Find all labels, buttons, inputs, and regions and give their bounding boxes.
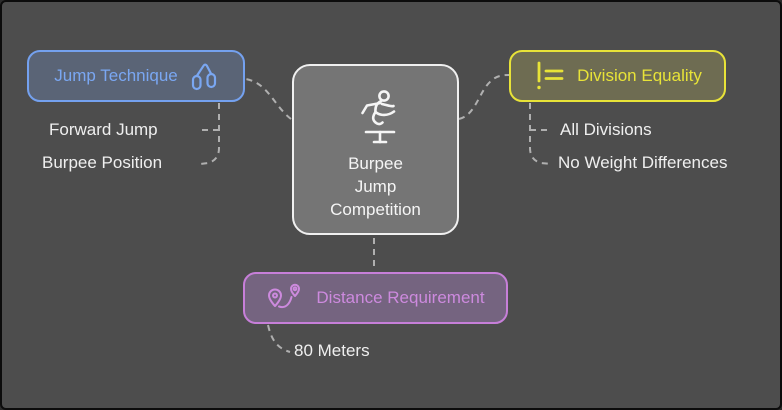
child-label-80-meters: 80 Meters [294, 341, 370, 360]
root-label-line-2: Jump [354, 177, 397, 196]
root-node-burpee-jump-competition[interactable]: Burpee Jump Competition [292, 64, 459, 235]
route-icon [268, 283, 301, 309]
root-label-line-3: Competition [330, 200, 421, 219]
jump-rope-icon [191, 63, 216, 91]
root-node-label: Burpee Jump Competition [330, 152, 421, 221]
child-label-forward-jump: Forward Jump [49, 120, 158, 139]
child-label-all-divisions: All Divisions [560, 120, 652, 139]
child-label-burpee-position: Burpee Position [42, 153, 163, 172]
branch-node-jump-technique[interactable]: Jump Technique [27, 50, 245, 102]
connector-jump-technique-children [199, 103, 220, 165]
branch-label-distance-requirement: Distance Requirement [316, 288, 485, 307]
exclamation-equals-icon [537, 61, 564, 90]
hurdler-icon [360, 90, 395, 144]
branch-node-division-equality[interactable]: Division Equality [509, 50, 726, 102]
connector-80-meters [267, 324, 291, 353]
root-label-line-1: Burpee [348, 154, 403, 173]
connector-root-to-division-equality [458, 74, 510, 120]
branch-label-division-equality: Division Equality [577, 66, 702, 85]
branch-node-distance-requirement[interactable]: Distance Requirement [243, 272, 508, 324]
branch-label-jump-technique: Jump Technique [54, 66, 178, 85]
connector-division-equality-children [529, 103, 553, 165]
child-label-no-weight-differences: No Weight Differences [558, 153, 728, 172]
connector-root-to-jump-technique [245, 78, 292, 120]
